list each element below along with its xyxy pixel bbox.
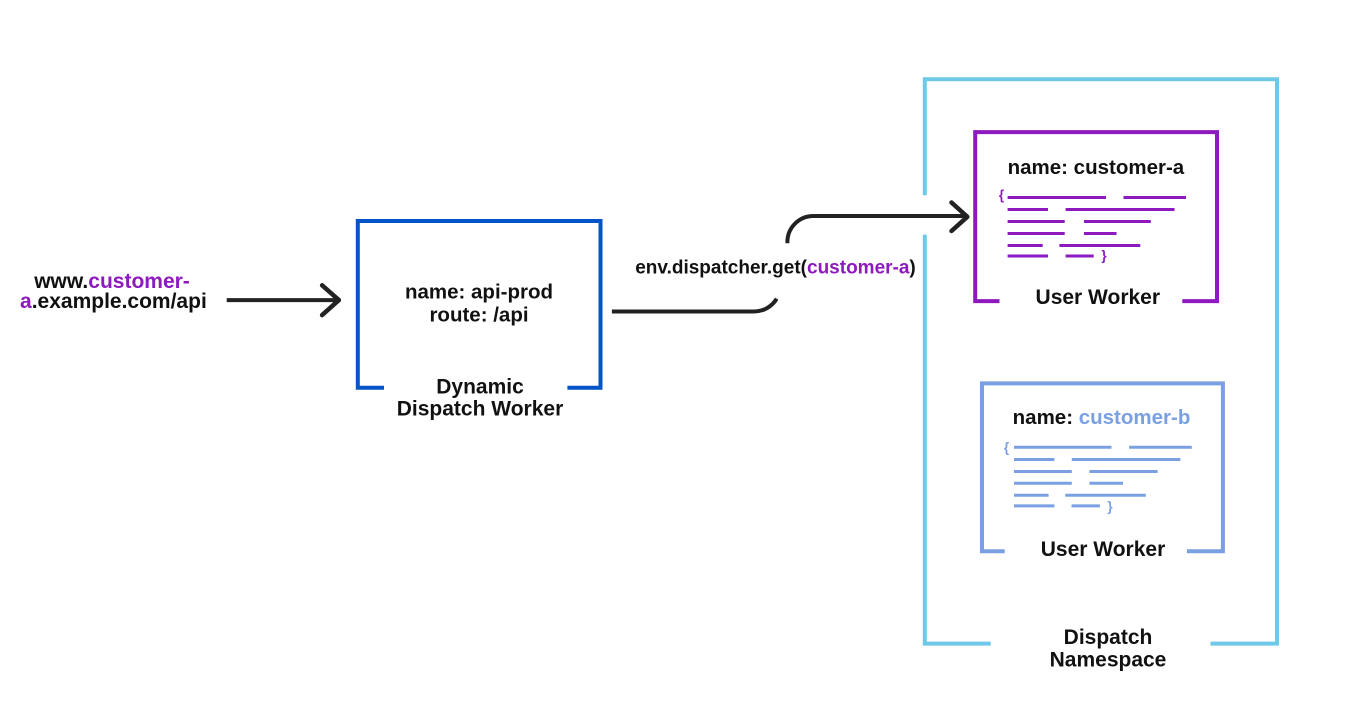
- svg-text:User Worker: User Worker: [1041, 538, 1166, 561]
- svg-text:Dispatch: Dispatch: [1064, 626, 1153, 649]
- svg-text:Namespace: Namespace: [1050, 648, 1167, 671]
- svg-text:env.dispatcher.get(customer-a): env.dispatcher.get(customer-a): [635, 257, 916, 278]
- svg-text:name: customer-b: name: customer-b: [1013, 406, 1191, 429]
- svg-text:a.example.com/api: a.example.com/api: [20, 290, 207, 313]
- svg-text:name: customer-a: name: customer-a: [1008, 156, 1185, 179]
- svg-text:www.customer-: www.customer-: [33, 269, 190, 292]
- svg-text:}: }: [1101, 248, 1107, 263]
- svg-text:route: /api: route: /api: [429, 304, 528, 327]
- svg-text:}: }: [1107, 499, 1113, 514]
- svg-text:Dynamic: Dynamic: [436, 375, 524, 398]
- svg-text:{: {: [1004, 440, 1009, 455]
- svg-text:{: {: [999, 187, 1004, 202]
- svg-text:name: api-prod: name: api-prod: [405, 281, 553, 304]
- svg-text:User Worker: User Worker: [1036, 286, 1161, 309]
- svg-text:Dispatch Worker: Dispatch Worker: [397, 397, 564, 420]
